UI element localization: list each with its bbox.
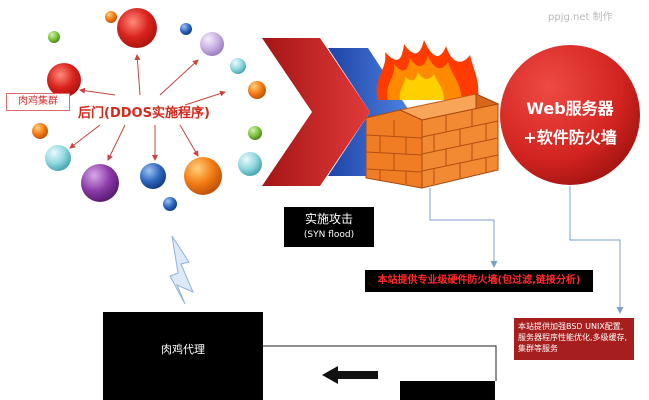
zombie-node (48, 31, 60, 43)
red-chevron-shape (262, 38, 370, 186)
zombie-node (45, 145, 71, 171)
zombie-cluster-label: 肉鸡集群 (6, 93, 70, 111)
backdoor-arrows (69, 54, 226, 161)
backdoor-arrow (179, 124, 199, 157)
zombie-proxy-box: 肉鸡代理 (103, 312, 263, 400)
attack-label: 实施攻击 (304, 212, 353, 226)
attack-box: 实施攻击 (SYN flood) (284, 207, 374, 247)
left-arrow-icon (322, 366, 378, 384)
flame-icon (376, 40, 479, 100)
backdoor-arrow (159, 59, 199, 96)
watermark: ppjg.net 制作 (548, 12, 613, 23)
software-hardening-box: 本站提供加强BSD UNIX配置,服务器程序性能优化,多级缓存,集群等服务 (514, 318, 634, 360)
zombie-node (248, 126, 262, 140)
backdoor-arrow (79, 87, 116, 96)
attack-sublabel: (SYN flood) (303, 230, 355, 240)
zombie-node (32, 123, 48, 139)
backdoor-arrow (69, 124, 101, 149)
zombie-node (180, 23, 192, 35)
backdoor-label: 后门(DDOS实施程序) (78, 106, 210, 121)
zombie-node (105, 11, 117, 23)
hardware-firewall-box: 本站提供专业级硬件防火墙(包过滤,链接分析) (365, 270, 593, 292)
web-server-circle (500, 45, 640, 185)
server-subtitle: +软件防火墙 (523, 128, 617, 147)
proxy-connector (263, 345, 497, 381)
brick-firewall-icon (365, 93, 500, 189)
zombie-node (47, 63, 81, 97)
zombie-node (230, 58, 246, 74)
bottom-black-box (400, 381, 495, 400)
zombie-node (248, 81, 266, 99)
zombie-node (140, 163, 166, 189)
zombie-node (238, 152, 262, 176)
zombie-node (200, 32, 224, 56)
firewall-connector (429, 188, 498, 268)
zombie-nodes (32, 8, 266, 211)
lightning-bolt-icon (169, 235, 194, 305)
server-title: Web服务器 (526, 99, 614, 118)
backdoor-arrow (107, 124, 126, 161)
backdoor-arrow (134, 54, 141, 96)
backdoor-arrow (184, 90, 226, 106)
zombie-node (184, 157, 222, 195)
server-connector (569, 186, 624, 314)
zombie-node (81, 164, 119, 202)
zombie-node (163, 197, 177, 211)
zombie-node (117, 8, 157, 48)
